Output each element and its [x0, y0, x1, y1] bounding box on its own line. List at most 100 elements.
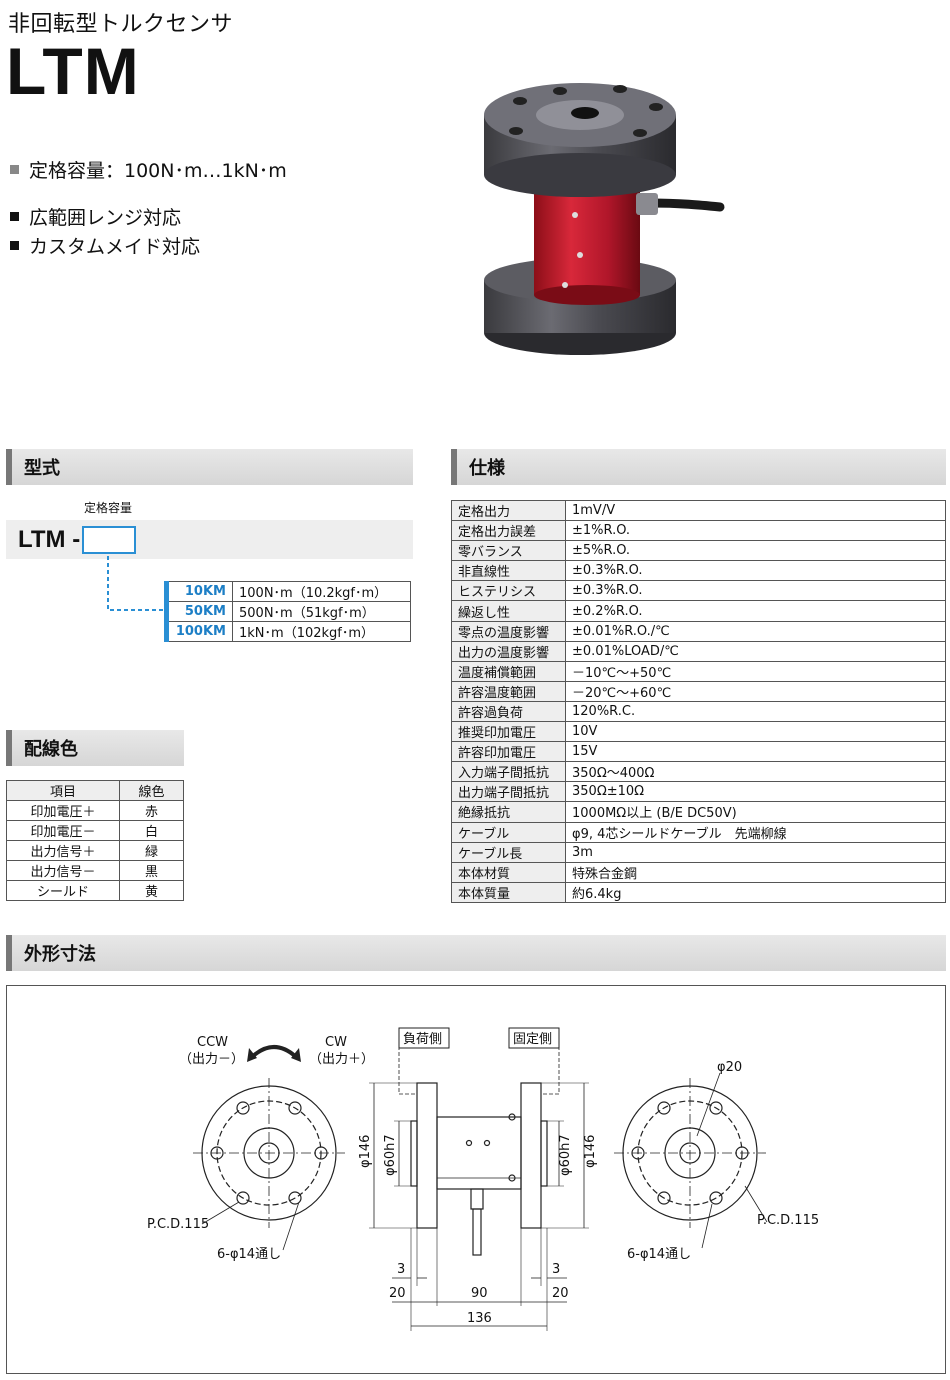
feature-item: 定格容量：100N･m…1kN･m — [10, 156, 287, 183]
product-subtitle: 非回転型トルクセンサ — [8, 12, 234, 37]
table-row: 許容温度範囲－20℃～+60℃ — [451, 680, 946, 702]
ccw-label: CCW — [197, 1035, 228, 1050]
model-code-prefix: LTM - — [18, 526, 81, 553]
capacity-label: 定格容量 — [84, 501, 133, 515]
spec-key: 定格出力誤差 — [451, 520, 566, 542]
fixed-side-box — [508, 1027, 560, 1049]
table-row: 温度補償範囲－10℃～+50℃ — [451, 660, 946, 682]
feature-text: カスタムメイド対応 — [29, 236, 201, 258]
wire-color: 緑 — [119, 840, 184, 861]
feature-text: 定格容量：100N･m…1kN･m — [29, 160, 287, 182]
section-header-model: 型式 — [6, 449, 413, 485]
phi146-right-label: φ146 — [583, 1135, 598, 1168]
option-code: 100KM — [164, 621, 233, 642]
section-title: 仕様 — [469, 458, 505, 479]
model-code-connector — [107, 556, 166, 611]
wire-color: 黒 — [119, 860, 184, 881]
spec-key: 本体材質 — [451, 861, 566, 883]
bullet-square-icon — [10, 241, 19, 250]
spec-key: 温度補償範囲 — [451, 660, 566, 682]
table-row: 本体質量約6.4kg — [451, 881, 946, 903]
spec-key: 零点の温度影響 — [451, 620, 566, 642]
spec-value: ±5%R.O. — [565, 540, 946, 562]
spec-key: 零バランス — [451, 540, 566, 562]
load-side-box — [398, 1027, 450, 1049]
table-header-row: 項目 線色 — [6, 780, 184, 801]
spec-value: 1000MΩ以上 (B/E DC50V) — [565, 801, 946, 823]
spec-key: 許容温度範囲 — [451, 680, 566, 702]
spec-value: ±1%R.O. — [565, 520, 946, 542]
product-photo — [484, 83, 725, 355]
spec-key: 定格出力 — [451, 499, 566, 522]
dim-3-left: 3 — [397, 1262, 405, 1277]
table-row: 印加電圧＋赤 — [6, 800, 184, 821]
bullet-square-icon — [10, 212, 19, 221]
section-header-wiring: 配線色 — [6, 730, 184, 766]
table-row: ヒステリシス±0.3%R.O. — [451, 580, 946, 602]
phi20-label: φ20 — [717, 1060, 742, 1075]
spec-key: 入力端子間抵抗 — [451, 761, 566, 783]
section-title: 型式 — [24, 458, 60, 479]
dimension-drawing: CCW （出力－） CW （出力＋） 負荷側 固定側 P.C.D.115 6-φ… — [6, 985, 946, 1374]
dim-90: 90 — [471, 1286, 488, 1301]
dimension-drawing-svg: CCW （出力－） CW （出力＋） 負荷側 固定側 P.C.D.115 6-φ… — [147, 1027, 819, 1331]
table-row: 本体材質特殊合金鋼 — [451, 861, 946, 883]
wire-item: 出力信号＋ — [6, 840, 120, 861]
spec-key: 繰返し性 — [451, 600, 566, 622]
feature-item: 広範囲レンジ対応 — [10, 203, 181, 230]
spec-value: ±0.01%LOAD/℃ — [565, 640, 946, 662]
section-header-spec: 仕様 — [451, 449, 946, 485]
spec-key: ヒステリシス — [451, 580, 566, 602]
spec-value: 10V — [565, 721, 946, 743]
option-value: 1kN･m（102kgf･m） — [232, 621, 411, 642]
wire-color: 白 — [119, 820, 184, 841]
spec-value: ±0.3%R.O. — [565, 560, 946, 582]
spec-key: 許容印加電圧 — [451, 741, 566, 763]
phi60h7-right-label: φ60h7 — [558, 1134, 573, 1176]
section-title: 配線色 — [24, 739, 78, 760]
spec-key: 推奨印加電圧 — [451, 721, 566, 743]
dim-20-right: 20 — [552, 1286, 569, 1301]
spec-value: ±0.3%R.O. — [565, 580, 946, 602]
option-code: 50KM — [164, 601, 233, 622]
table-row: 定格出力誤差±1%R.O. — [451, 520, 946, 542]
feature-item: カスタムメイド対応 — [10, 232, 200, 259]
dim-136: 136 — [467, 1311, 492, 1326]
spec-value: －10℃～+50℃ — [565, 660, 946, 682]
option-value: 500N･m（51kgf･m） — [232, 601, 411, 622]
spec-key: ケーブル長 — [451, 841, 566, 863]
cw-output-label: （出力＋） — [309, 1052, 374, 1067]
section-header-dimensions: 外形寸法 — [6, 935, 946, 971]
load-side-label: 負荷側 — [403, 1032, 442, 1047]
phi60h7-left-label: φ60h7 — [383, 1134, 398, 1176]
spec-key: 非直線性 — [451, 560, 566, 582]
table-row: 零バランス±5%R.O. — [451, 540, 946, 562]
cw-label: CW — [325, 1035, 347, 1050]
spec-key: 許容過負荷 — [451, 700, 566, 723]
holes-left-label: 6-φ14通し — [217, 1247, 281, 1262]
spec-value: 15V — [565, 741, 946, 763]
ccw-output-label: （出力－） — [179, 1052, 244, 1067]
option-code: 10KM — [164, 581, 233, 602]
feature-text: 広範囲レンジ対応 — [29, 207, 182, 229]
spec-key: 絶縁抵抗 — [451, 801, 566, 823]
spec-value: 約6.4kg — [565, 881, 946, 903]
wire-item: シールド — [6, 880, 120, 901]
pcd-left-label: P.C.D.115 — [147, 1217, 209, 1232]
table-row: 出力信号＋緑 — [6, 840, 184, 861]
spec-value: 1mV/V — [565, 499, 946, 522]
spec-value: 3m — [565, 841, 946, 863]
wiring-table: 項目 線色 印加電圧＋赤 印加電圧－白 出力信号＋緑 出力信号－黒 シールド黄 — [6, 780, 184, 901]
wire-item: 印加電圧－ — [6, 820, 120, 841]
wire-color: 赤 — [119, 800, 184, 821]
spec-key: 出力端子間抵抗 — [451, 781, 566, 803]
model-title: LTM — [6, 34, 140, 108]
